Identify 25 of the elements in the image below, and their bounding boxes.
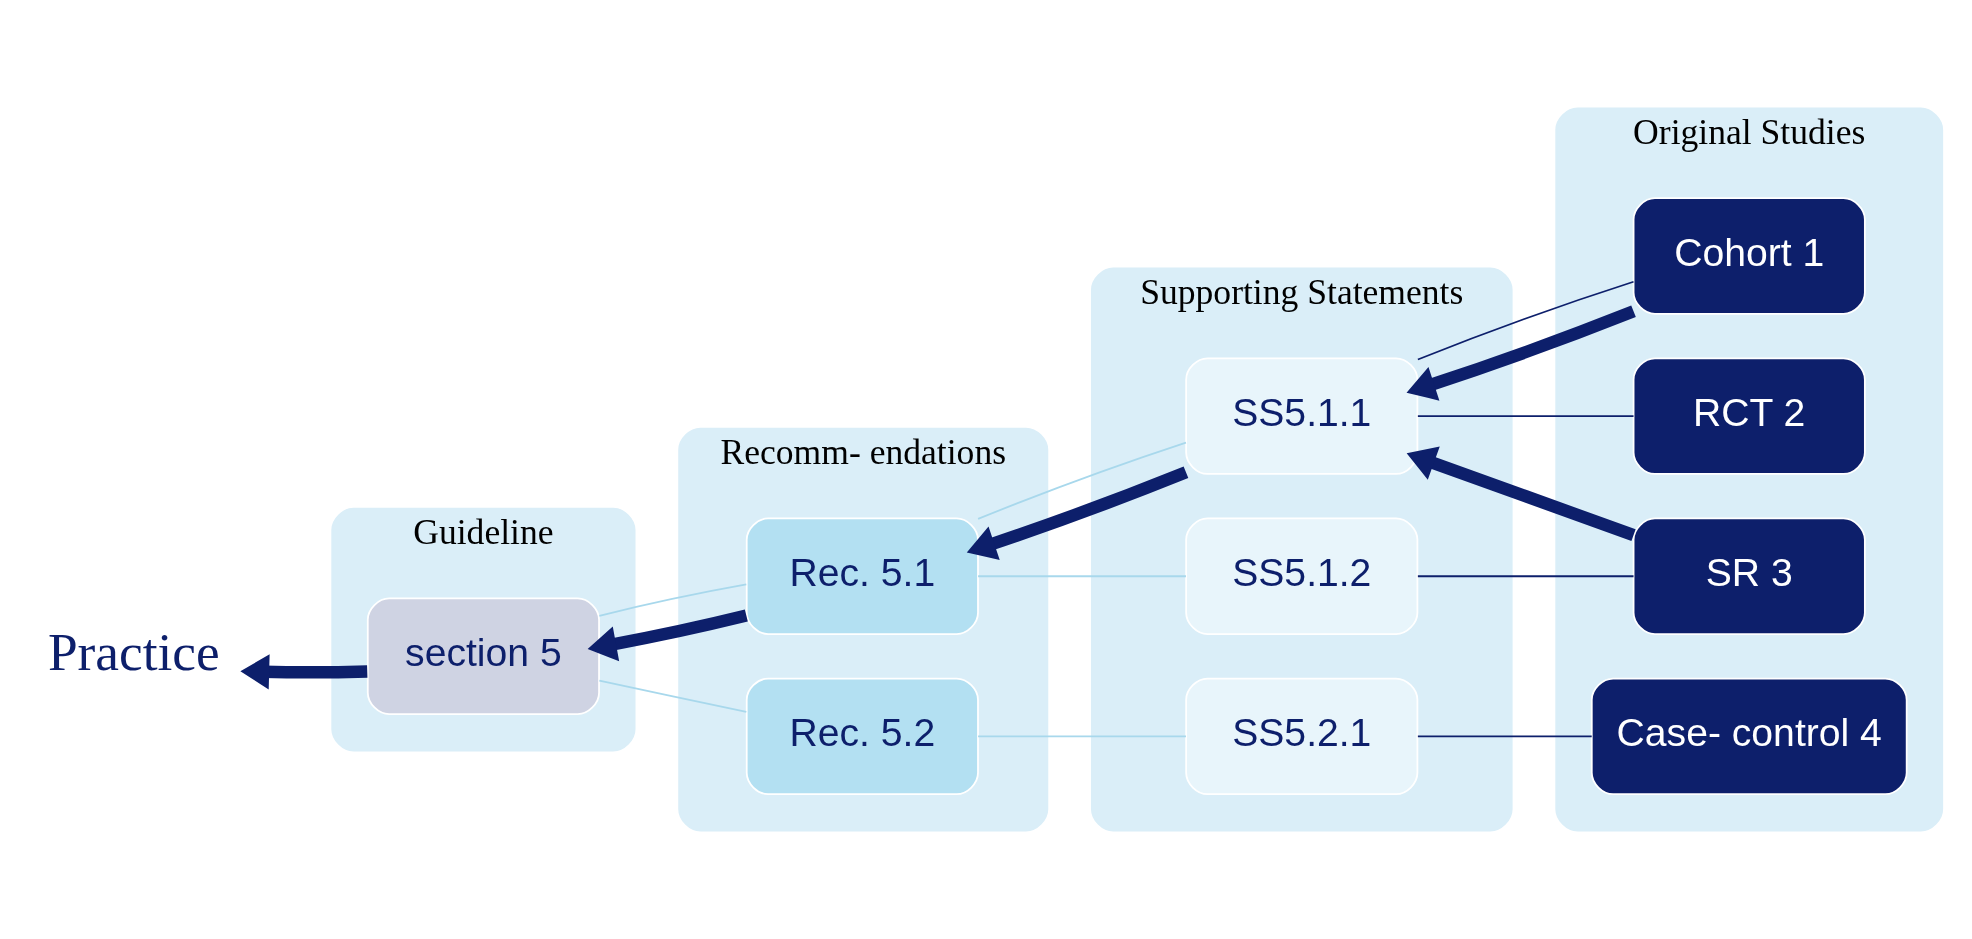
connector — [977, 735, 1187, 738]
connector — [977, 441, 1187, 520]
arrow — [587, 609, 748, 662]
node-box: section 5 — [366, 597, 600, 715]
arrow — [966, 466, 1189, 561]
connector — [598, 679, 748, 713]
arrow — [1406, 305, 1636, 401]
node-box: Rec. 5.1 — [745, 517, 979, 635]
connector — [977, 575, 1187, 578]
connector — [1416, 415, 1635, 417]
node-box: Cohort 1 — [1632, 197, 1866, 315]
node-box: SS5.1.2 — [1185, 517, 1419, 635]
node-box: SS5.2.1 — [1185, 677, 1419, 796]
node-box: Rec. 5.2 — [745, 677, 979, 796]
connector — [598, 583, 748, 617]
arrow — [1406, 446, 1636, 541]
node-box: SS5.1.1 — [1185, 357, 1419, 475]
connector — [1416, 735, 1593, 738]
arrow — [240, 654, 368, 690]
node-box: Case- control 4 — [1590, 677, 1908, 796]
node-box: SR 3 — [1632, 517, 1866, 635]
node-box: RCT 2 — [1632, 357, 1866, 475]
connector — [1416, 280, 1635, 361]
connector — [1416, 575, 1635, 578]
node-text: Practice — [47, 621, 220, 682]
